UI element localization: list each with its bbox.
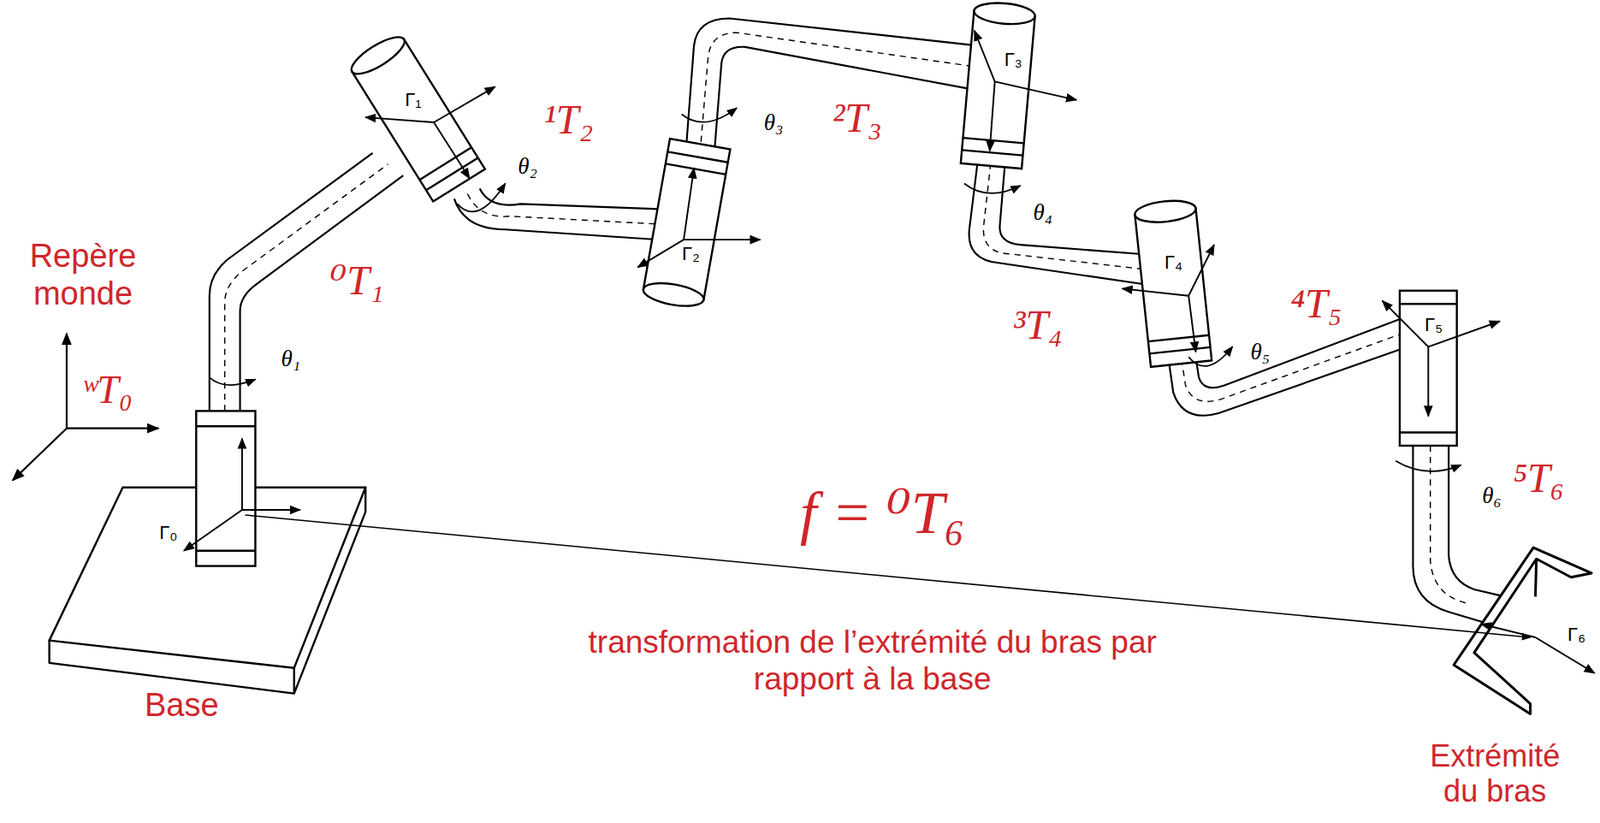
arm-drawing-part — [456, 183, 505, 213]
arm-drawing-part — [433, 122, 470, 179]
arm-drawing-part — [365, 117, 434, 123]
frame-name: Γ₁ — [402, 88, 425, 111]
arm-links — [209, 17, 1506, 624]
arm-drawing-part — [641, 138, 731, 310]
arm-drawing-part — [293, 668, 296, 694]
base-cylinder — [195, 410, 255, 566]
transform-name: ¹T₂ — [540, 95, 596, 143]
frame-name: Γ₄ — [1161, 251, 1186, 273]
arm-drawing-part — [1412, 445, 1489, 625]
arm-drawing-part — [1188, 244, 1215, 297]
frame-name: Γ₃ — [1001, 48, 1026, 71]
joint-cylinder — [1399, 290, 1458, 446]
arm-drawing-part — [1534, 558, 1536, 597]
arm-drawing-part — [1399, 302, 1458, 305]
arm-drawing-part — [995, 81, 1077, 100]
arm-drawing-part — [685, 17, 979, 153]
rotation-arrows — [209, 107, 1462, 472]
arm-drawing-part — [1399, 290, 1458, 446]
description: transformation de l’extrémité du bras pa… — [553, 624, 1192, 698]
arm-drawing-part — [714, 47, 975, 154]
arm-drawing-part — [240, 175, 404, 411]
arm-drawing-part — [241, 438, 243, 510]
frame-name: Γ₆ — [1564, 623, 1589, 646]
arm-drawing-part — [974, 30, 996, 83]
joint-angle: θ₅ — [1248, 338, 1274, 366]
arm-drawing-part — [66, 427, 159, 430]
arm-drawing-part — [1181, 331, 1409, 402]
frame-title: Repère monde — [3, 237, 163, 313]
arm-drawing-part — [637, 239, 684, 267]
arm-drawing-part — [454, 198, 658, 240]
frame-name: Γ₀ — [156, 521, 180, 544]
arm-drawing-part — [209, 377, 256, 386]
joint-angle: θ₄ — [1031, 199, 1056, 226]
gripper — [1453, 547, 1592, 714]
arm-drawing-part — [346, 30, 486, 202]
arm-drawing-part — [1453, 547, 1592, 714]
frame-name: Γ₅ — [1422, 314, 1446, 336]
arm-drawing-part — [699, 32, 980, 154]
joint-angle: θ₂ — [515, 153, 540, 180]
arm-drawing-part — [983, 163, 1153, 271]
arm-drawing-part — [195, 425, 255, 427]
transform-name: ʷT₀ — [78, 367, 135, 414]
arm-drawing-part — [999, 163, 1153, 255]
arm-drawing-part — [1133, 198, 1212, 368]
joint-angle: θ₆ — [1479, 482, 1505, 510]
arm-drawing-part — [969, 163, 1154, 286]
arm-drawing-part — [1395, 461, 1461, 472]
transform-name: ⁰T₁ — [327, 256, 387, 304]
arm-drawing-part — [195, 550, 255, 552]
arm-drawing-part — [65, 333, 68, 429]
formula: f = ⁰T₆ — [797, 479, 968, 549]
transform-name: ³T₄ — [1010, 301, 1066, 349]
joint-frames — [183, 30, 1500, 552]
arm-drawing-part — [1427, 346, 1429, 416]
arm-drawing-part — [225, 164, 389, 411]
arm-drawing-part — [683, 238, 760, 241]
arm-drawing-part — [195, 410, 255, 566]
arm-drawing-part — [12, 428, 67, 481]
frame-name: Γ₂ — [679, 242, 703, 265]
arm-drawing-part — [480, 189, 659, 210]
arm-drawing-part — [1188, 296, 1196, 353]
arm-drawing-part — [683, 168, 694, 240]
end-frame — [1481, 624, 1595, 674]
joint-angle: θ₁ — [278, 345, 304, 373]
arm-drawing-part — [1399, 431, 1458, 433]
arm-drawing-part — [467, 193, 664, 225]
part-name: Extrémité du bras — [1406, 738, 1583, 810]
arm-drawing-part — [989, 81, 996, 151]
arm-drawing-part — [964, 183, 1021, 194]
arm-drawing-part — [960, 0, 1037, 169]
arm-drawing-part — [1448, 445, 1506, 597]
part-name: Base — [142, 687, 222, 725]
world-frame — [12, 333, 159, 481]
transform-name: ²T₃ — [829, 94, 885, 142]
arm-drawing-part — [183, 509, 243, 552]
arm-drawing-part — [433, 86, 496, 123]
arm-drawing-part — [681, 107, 737, 122]
transform-name: ⁵T₆ — [1510, 454, 1567, 502]
arm-drawing-part — [1122, 288, 1189, 296]
transform-name: ⁴T₅ — [1287, 279, 1345, 327]
arm-drawing-part — [242, 509, 301, 511]
joint-angle: θ₃ — [761, 109, 787, 137]
